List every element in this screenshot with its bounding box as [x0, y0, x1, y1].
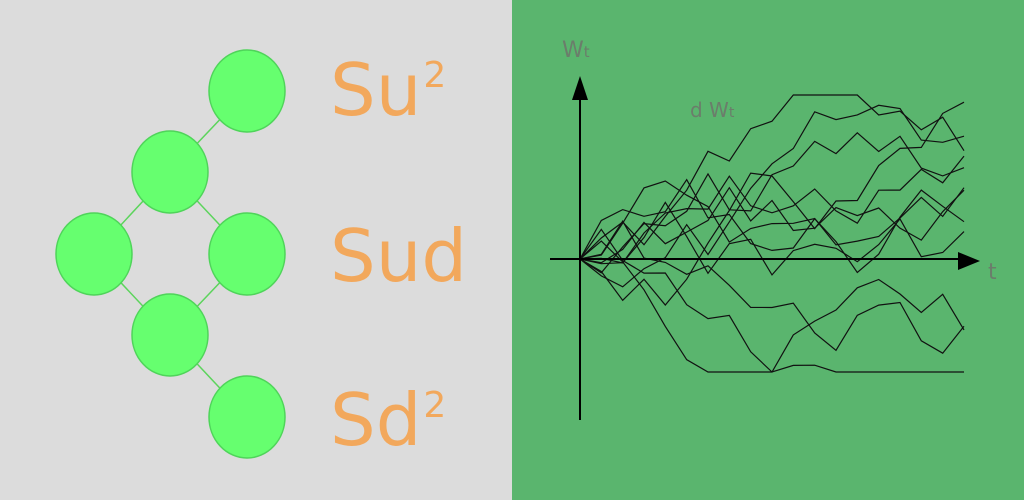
tree-node	[208, 375, 286, 459]
increment-label-main: d W	[690, 98, 729, 122]
x-axis-arrow	[958, 252, 980, 270]
sample-path	[579, 101, 965, 306]
y-axis-label: Wt	[562, 38, 590, 63]
y-axis-label-main: W	[562, 38, 584, 63]
sample-paths	[579, 94, 965, 373]
label-su2-base: Su	[330, 48, 422, 132]
label-sd2: Sd2	[330, 384, 446, 456]
sample-path	[579, 240, 965, 373]
tree-node	[131, 293, 209, 377]
tree-node	[55, 212, 133, 296]
brownian-plot	[550, 76, 980, 420]
label-su2-exp: 2	[423, 55, 447, 96]
sample-path	[579, 201, 965, 276]
sample-path	[579, 186, 965, 264]
sample-path	[579, 178, 965, 274]
y-axis-arrow	[572, 76, 588, 100]
binomial-tree-panel: Su2 Sud Sd2	[0, 0, 512, 500]
brownian-motion-panel: Wt d Wt t	[512, 0, 1024, 500]
tree-node	[131, 130, 209, 214]
binomial-tree	[55, 49, 286, 459]
label-sd2-base: Sd	[330, 378, 422, 462]
sample-path	[579, 131, 965, 274]
x-axis-label-text: t	[988, 260, 997, 285]
sample-path	[579, 228, 964, 373]
label-su2: Su2	[330, 54, 446, 126]
tree-node	[208, 212, 286, 296]
increment-label-sub: t	[728, 105, 735, 121]
tree-node	[208, 49, 286, 133]
x-axis-label: t	[988, 260, 997, 285]
sample-path	[579, 155, 965, 264]
sample-path	[579, 94, 965, 260]
label-sd2-exp: 2	[423, 385, 447, 426]
increment-label: d Wt	[690, 98, 734, 122]
y-axis-label-sub: t	[583, 43, 590, 61]
label-sud-base: Sud	[330, 214, 468, 298]
sample-path	[579, 104, 965, 288]
label-sud: Sud	[330, 220, 467, 292]
